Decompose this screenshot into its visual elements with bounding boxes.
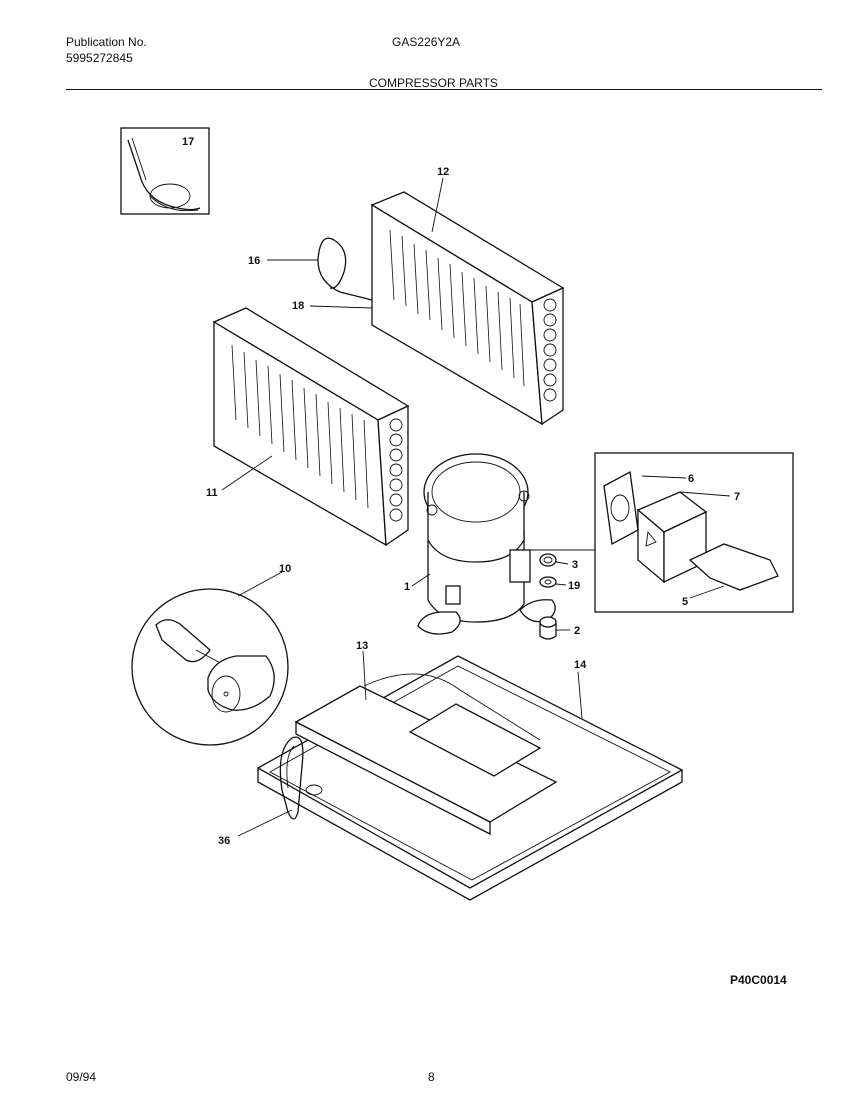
part-17-inset — [120, 127, 210, 215]
callout-19: 19 — [568, 580, 580, 592]
footer-date: 09/94 — [66, 1070, 97, 1084]
leader-lines — [221, 177, 731, 837]
publication-label: Publication No. — [66, 35, 147, 49]
part-2-spacer — [539, 616, 557, 640]
publication-number: 5995272845 — [66, 51, 133, 65]
callout-7: 7 — [734, 491, 740, 503]
callout-17: 17 — [182, 136, 194, 148]
callout-10: 10 — [279, 563, 291, 575]
parts-5-6-7-inset — [530, 452, 794, 613]
diagram-code: P40C0014 — [730, 973, 787, 987]
callout-12: 12 — [437, 166, 449, 178]
part-13-partition — [294, 673, 558, 836]
part-1-compressor — [417, 453, 556, 635]
part-11-evaporator-coil — [212, 307, 410, 547]
callout-1: 1 — [404, 581, 410, 593]
callout-18: 18 — [292, 300, 304, 312]
part-12-condenser-coil — [370, 191, 565, 426]
part-16-capillary — [317, 237, 373, 301]
callout-3: 3 — [572, 559, 578, 571]
footer-page: 8 — [428, 1070, 435, 1084]
header-rule — [66, 89, 822, 90]
callout-16: 16 — [248, 255, 260, 267]
part-3-grommet — [539, 553, 557, 567]
callout-11: 11 — [206, 487, 218, 499]
callout-6: 6 — [688, 473, 694, 485]
callout-13: 13 — [356, 640, 368, 652]
part-19-washer — [539, 576, 557, 588]
callout-36: 36 — [218, 835, 230, 847]
section-title: COMPRESSOR PARTS — [369, 76, 498, 90]
part-36-strap — [279, 736, 304, 820]
callout-14: 14 — [574, 659, 587, 671]
callout-2: 2 — [574, 625, 580, 637]
part-10-inset — [131, 588, 289, 746]
callout-5: 5 — [682, 596, 688, 608]
callouts: 17 12 16 18 11 6 7 1 3 19 5 2 10 13 14 3… — [182, 136, 740, 847]
model-number: GAS226Y2A — [392, 35, 461, 49]
